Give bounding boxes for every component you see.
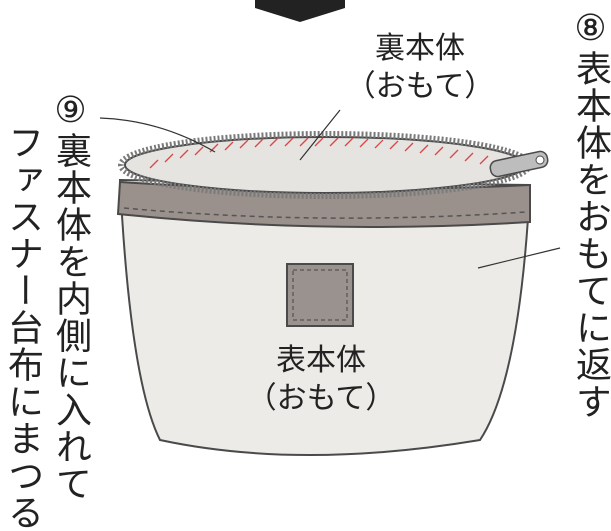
step9-number: ⑨ — [50, 90, 91, 132]
step8-text: 表本体をおもてに返す — [570, 50, 611, 420]
step9-line1: ⑨裏本体を内側に入れて — [50, 90, 91, 510]
step8-number: ⑧ — [570, 8, 611, 50]
direction-arrow-icon — [255, 0, 345, 22]
zipper-pull-icon — [489, 150, 549, 178]
label-patch — [286, 263, 354, 327]
outer-name: 表本体 — [276, 343, 366, 378]
leader-line-lining — [299, 109, 341, 161]
step9-line2: ファスナー台布にまつる — [2, 124, 43, 531]
pouch-illustration — [99, 0, 561, 456]
whip-stitches — [149, 137, 489, 169]
outer-side: （おもて） — [246, 380, 396, 416]
lining-side: （おもて） — [345, 68, 495, 104]
outer-label: 表本体 （おもて） — [236, 342, 406, 417]
lining-label: 裏本体 （おもて） — [330, 30, 510, 105]
leader-line-step9 — [99, 117, 216, 153]
step8-label: ⑧表本体をおもてに返す — [570, 8, 611, 508]
step9-line1-text: 裏本体を内側に入れて — [50, 132, 91, 502]
tape-stitch-line — [123, 207, 527, 219]
leader-line-step8 — [477, 247, 561, 269]
lining-name: 裏本体 — [375, 31, 465, 66]
